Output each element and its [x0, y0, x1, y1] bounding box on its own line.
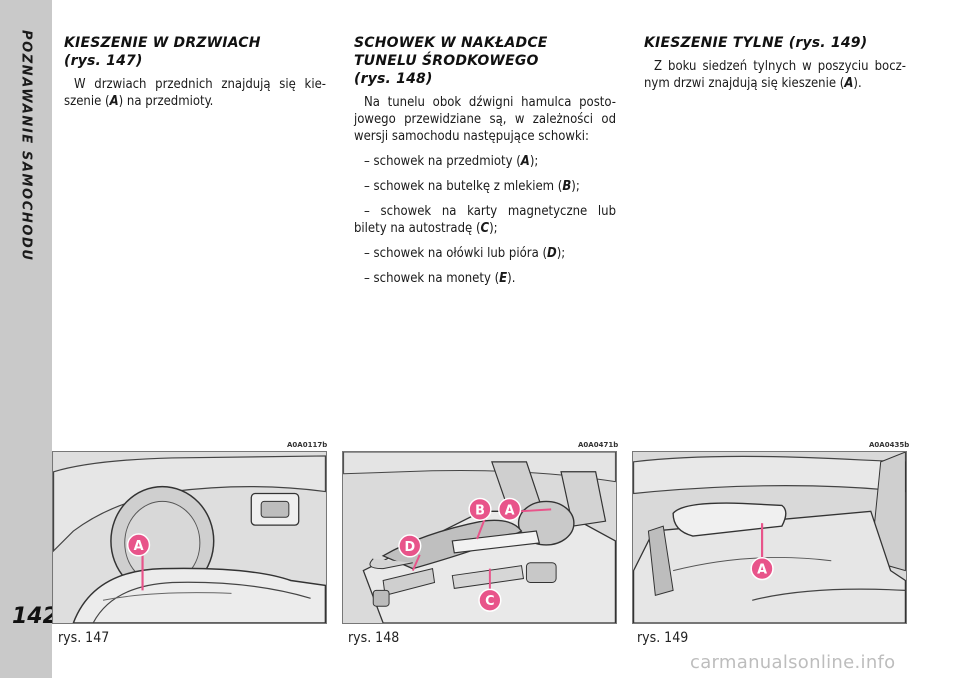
section-title: POZNAWANIE SAMOCHODU	[18, 30, 34, 262]
column-tunnel-storage: SCHOWEK W NAKŁADCE TUNELU ŚRODKOWEGO (ry…	[354, 34, 616, 287]
figure-code: A0A0117b	[287, 441, 328, 449]
section-title-vertical: POZNAWANIE SAMOCHODU	[8, 30, 44, 330]
column-door-pockets: KIESZENIE W DRZWIACH (rys. 147) W drzwia…	[64, 34, 326, 110]
paragraph-door-pockets: W drzwiach przednich znajdują się kie-sz…	[64, 77, 326, 109]
heading-tunnel-storage: SCHOWEK W NAKŁADCE TUNELU ŚRODKOWEGO (ry…	[354, 35, 548, 87]
figure-label: A	[757, 563, 767, 578]
rear-pocket-illustration: A	[633, 452, 906, 623]
figure-center-tunnel: B A D C	[342, 451, 617, 624]
watermark: carmanualsonline.info	[690, 652, 896, 673]
side-strip	[0, 0, 52, 678]
column-rear-pockets: KIESZENIE TYLNE (rys. 149) Z boku siedze…	[644, 34, 906, 92]
figure-rear-pocket: A	[632, 451, 907, 624]
paragraph-rear-pockets: Z boku siedzeń tylnych w poszyciu bocz-n…	[644, 59, 906, 91]
figure-label: D	[404, 540, 415, 555]
figure-door-pocket: A	[52, 451, 327, 624]
heading-rear-pockets: KIESZENIE TYLNE (rys. 149)	[644, 35, 868, 51]
center-tunnel-illustration: B A D C	[343, 452, 616, 623]
figure-label: A	[134, 539, 144, 554]
figure-label: A	[505, 503, 515, 518]
list-item: – schowek na butelkę z mlekiem (B);	[364, 179, 580, 194]
page-number: 142	[12, 604, 58, 629]
figure-caption: rys. 148	[348, 630, 400, 646]
figure-label: C	[485, 594, 494, 609]
list-item: – schowek na przedmioty (A);	[364, 154, 539, 169]
door-pocket-illustration: A	[53, 452, 326, 623]
figure-caption: rys. 149	[637, 630, 689, 646]
figure-code: A0A0435b	[869, 441, 910, 449]
figure-code: A0A0471b	[578, 441, 619, 449]
figure-caption: rys. 147	[58, 630, 110, 646]
list-item: – schowek na karty magnetyczne lub bilet…	[354, 204, 616, 236]
heading-door-pockets: KIESZENIE W DRZWIACH (rys. 147)	[64, 35, 261, 69]
paragraph-tunnel-intro: Na tunelu obok dźwigni hamulca posto-jow…	[354, 95, 616, 144]
list-item: – schowek na monety (E).	[364, 271, 516, 286]
figure-label: B	[475, 503, 485, 518]
list-item: – schowek na ołówki lub pióra (D);	[364, 246, 566, 261]
